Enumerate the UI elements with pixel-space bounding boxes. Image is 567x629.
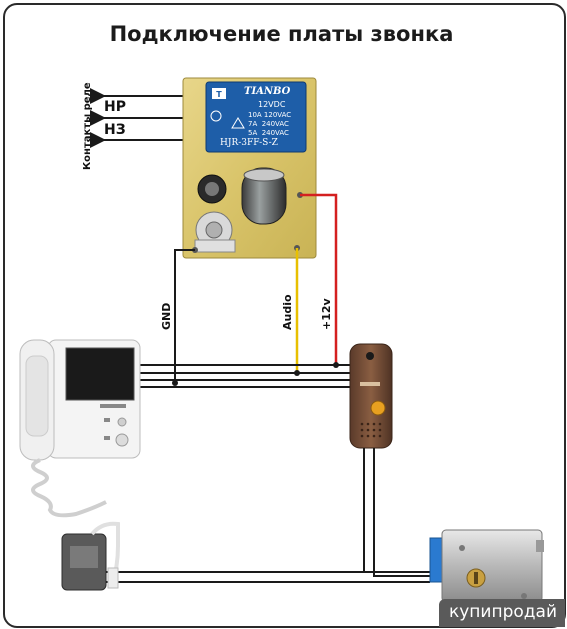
relay-contacts-label: Контакты реле <box>82 82 93 170</box>
plus12-label: +12v <box>320 298 333 330</box>
call-button-icon <box>370 400 386 416</box>
electric-lock <box>429 529 544 603</box>
audio-label: Audio <box>281 294 294 330</box>
intercom-bus-wires <box>140 362 350 388</box>
certification-icon <box>210 110 222 122</box>
lock-wires <box>105 448 430 583</box>
nc-contact-label: НЗ <box>104 122 126 138</box>
gnd-wire <box>174 249 195 383</box>
warning-icon <box>231 117 245 129</box>
power-supply <box>61 521 120 591</box>
gnd-label: GND <box>160 302 173 330</box>
no-contact-label: НР <box>104 99 126 115</box>
page-title: Подключение платы звонка <box>109 22 454 46</box>
relay-rating-3: 5A 240VAC <box>248 129 289 137</box>
monitor-button <box>117 417 127 427</box>
relay-logo-icon <box>212 88 226 99</box>
capacitor-large <box>241 167 287 225</box>
intercom-monitor <box>19 339 141 518</box>
relay-voltage: 12VDC <box>258 100 286 109</box>
relay-rating-2: 7A 240VAC <box>248 120 289 128</box>
relay-rating-1: 10A 120VAC <box>248 111 292 119</box>
relay-model: HJR-3FF-S-Z <box>220 138 278 148</box>
watermark: купипродай <box>438 599 565 627</box>
monitor-screen <box>65 347 135 401</box>
monitor-button <box>115 433 129 447</box>
call-panel <box>349 343 393 449</box>
power-wire <box>300 193 338 365</box>
plug-icon <box>107 567 119 589</box>
relay <box>205 81 307 153</box>
doorbell-board: T <box>182 77 317 259</box>
svg-text:T: T <box>216 90 222 99</box>
handset-cord <box>31 458 107 518</box>
board-wires <box>174 193 338 383</box>
relay-brand: TIANBO <box>244 86 291 97</box>
